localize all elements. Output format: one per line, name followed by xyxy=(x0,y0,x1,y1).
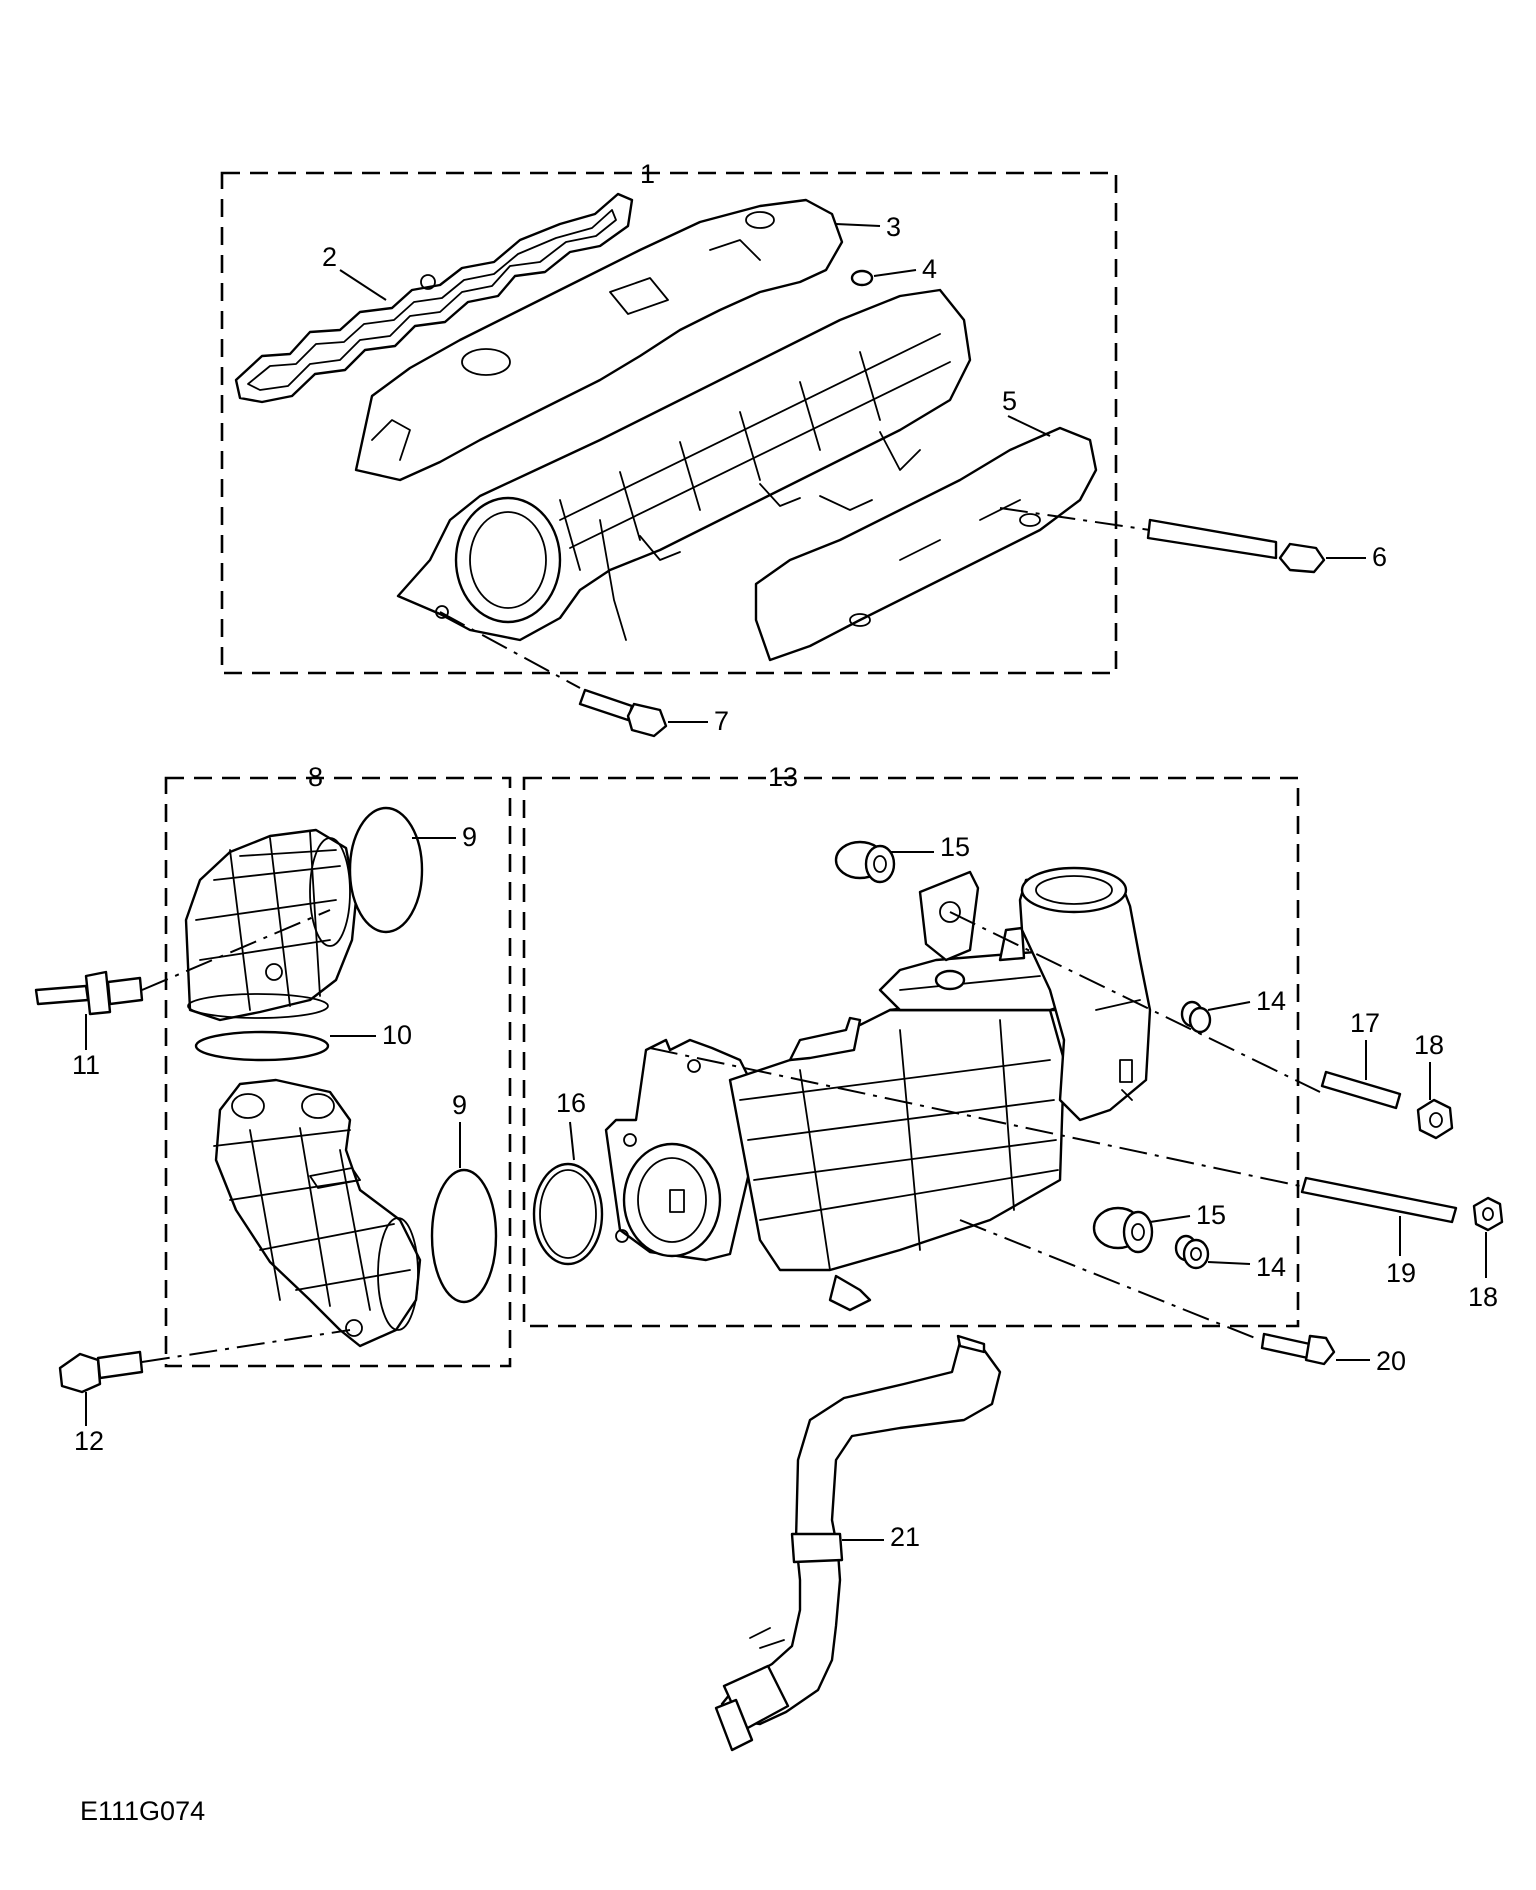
part-5-lower-heat-shield xyxy=(754,426,1098,662)
part-13-egr-valve-housing xyxy=(604,1038,762,1262)
callout-10: 10 xyxy=(382,1020,412,1050)
axis-20 xyxy=(959,1219,1261,1341)
callout-16: 16 xyxy=(556,1088,586,1118)
part-10-seal-ring xyxy=(194,1030,330,1062)
axis-19 xyxy=(649,1047,1301,1187)
callout-5: 5 xyxy=(1002,386,1017,416)
part-8-lower-duct xyxy=(213,1078,422,1348)
group-8-air-ducts: 8 9 10 9 11 12 xyxy=(34,762,512,1456)
part-13-mounting-bracket xyxy=(918,870,980,962)
part-14-spacer-lower xyxy=(1174,1234,1210,1270)
part-4-o-ring xyxy=(850,269,874,287)
group-13-egr-cooler: 13 15 14 15 14 16 xyxy=(522,762,1321,1341)
part-12-bolt xyxy=(58,1329,351,1394)
part-1-manifold-body xyxy=(396,288,972,642)
part-2-manifold-gasket xyxy=(234,192,634,404)
callout-18-lower: 18 xyxy=(1468,1282,1498,1312)
group-1-boundary xyxy=(220,171,1118,675)
callout-9-upper: 9 xyxy=(462,822,477,852)
callout-9-lower: 9 xyxy=(452,1090,467,1120)
part-16-gasket xyxy=(532,1162,604,1266)
callout-6: 6 xyxy=(1372,542,1387,572)
part-9-upper-seal xyxy=(348,806,424,934)
callout-14-lower: 14 xyxy=(1256,1252,1286,1282)
callout-15-upper: 15 xyxy=(940,832,970,862)
callout-14-upper: 14 xyxy=(1256,986,1286,1016)
group-8-boundary xyxy=(164,776,512,1368)
part-15-grommet-lower xyxy=(1092,1206,1154,1254)
part-7-bolt xyxy=(439,611,668,738)
callout-4: 4 xyxy=(922,254,937,284)
callout-20: 20 xyxy=(1376,1346,1406,1376)
axis-17 xyxy=(949,911,1321,1093)
part-18-nut-lower: 18 xyxy=(1468,1196,1504,1312)
part-21-coolant-hose: 21 xyxy=(714,1334,1002,1752)
callout-8: 8 xyxy=(308,762,323,792)
part-19-stud: 19 xyxy=(1300,1176,1458,1288)
part-15-grommet-upper xyxy=(834,840,896,884)
callout-2: 2 xyxy=(322,242,337,272)
callout-11: 11 xyxy=(72,1050,100,1080)
part-9-lower-seal xyxy=(430,1168,498,1304)
part-8-upper-duct xyxy=(184,828,358,1022)
callout-13: 13 xyxy=(768,762,798,792)
callout-12: 12 xyxy=(74,1426,104,1456)
part-14-spacer-upper xyxy=(1180,1000,1212,1034)
callout-15-lower: 15 xyxy=(1196,1200,1226,1230)
part-18-nut-upper: 18 xyxy=(1414,1030,1454,1140)
part-3-upper-heat-shield xyxy=(354,198,844,482)
part-11-bolt xyxy=(34,909,331,1016)
callout-3: 3 xyxy=(886,212,901,242)
callout-21: 21 xyxy=(890,1522,920,1552)
callout-7: 7 xyxy=(714,706,729,736)
part-20-bolt: 20 xyxy=(1260,1332,1406,1376)
callout-19: 19 xyxy=(1386,1258,1416,1288)
callout-1: 1 xyxy=(640,159,655,189)
part-6-bolt xyxy=(999,507,1326,574)
part-13-outlet-elbow xyxy=(1018,866,1152,1122)
callout-18-upper: 18 xyxy=(1414,1030,1444,1060)
callout-17: 17 xyxy=(1350,1008,1380,1038)
part-13-cooler-core xyxy=(728,926,1092,1312)
diagram-reference-code: E111G074 xyxy=(80,1796,205,1826)
part-17-stud: 17 xyxy=(1320,1008,1402,1110)
group-13-boundary xyxy=(522,776,1300,1328)
group-1-intake-manifold: 1 2 3 4 5 6 7 xyxy=(220,159,1387,738)
